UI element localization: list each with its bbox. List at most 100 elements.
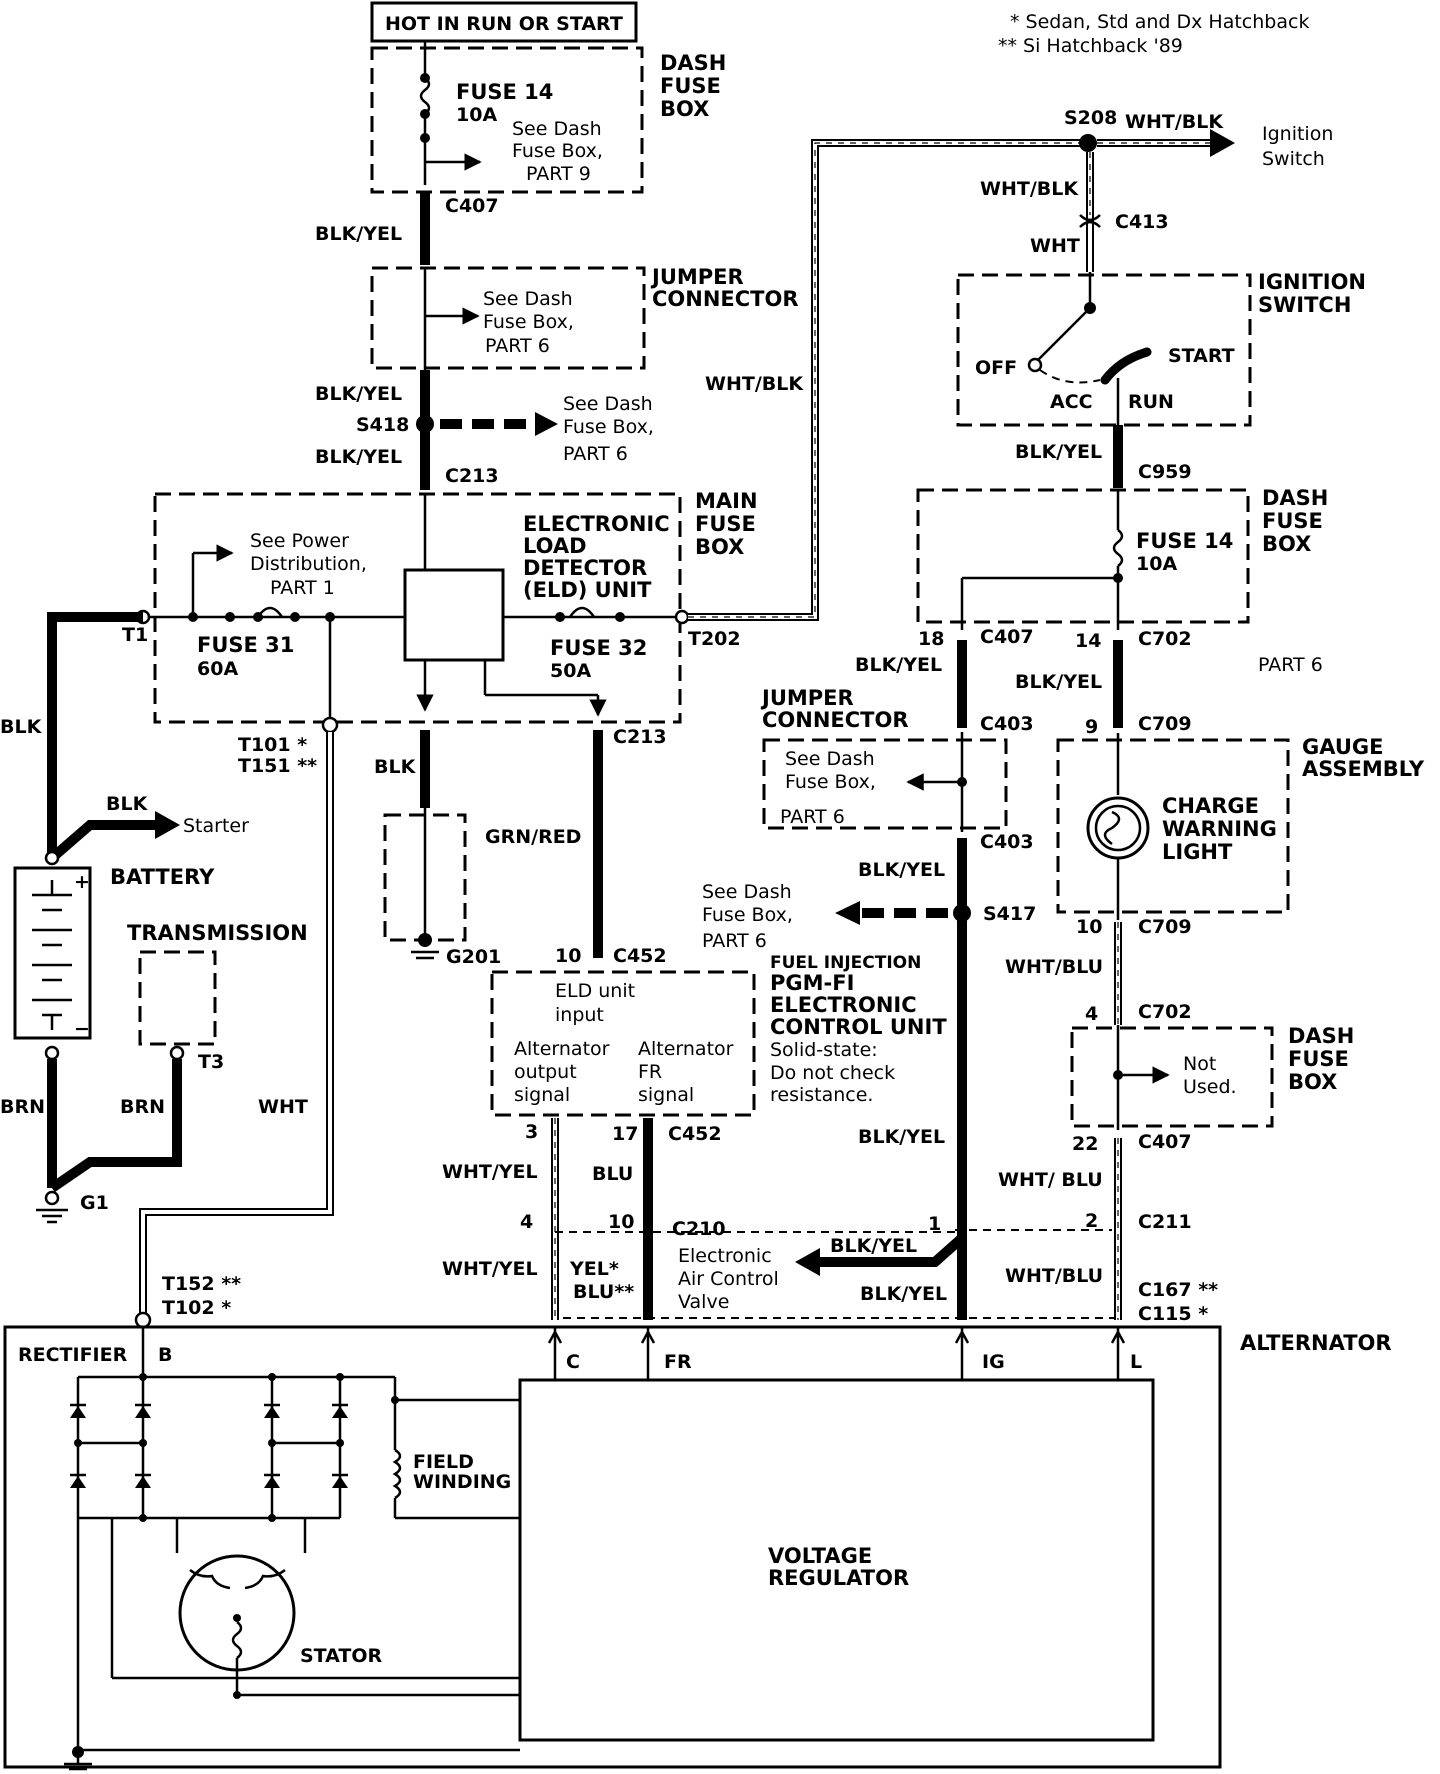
ign-acc: ACC (1050, 391, 1093, 413)
jumper-connector-left: See Dash Fuse Box, PART 6 (370, 266, 646, 370)
c403-top-label: C403 (980, 713, 1034, 735)
s417-splice (953, 904, 971, 922)
voltage-regulator-2: REGULATOR (768, 1566, 909, 1590)
eld-input-title-2: input (555, 1004, 604, 1026)
pgm-fi-line-6: resistance. (770, 1084, 873, 1106)
battery-minus: − (74, 1018, 90, 1040)
blk-yel-18-label: BLK/YEL (855, 654, 942, 676)
pin18-label: 18 (918, 628, 944, 650)
jumper-connector-right: See Dash Fuse Box, PART 6 (762, 732, 1008, 832)
s418-splice (416, 415, 434, 433)
not-used-2: Used. (1183, 1076, 1237, 1098)
wht-yel-label-1: WHT/YEL (442, 1161, 538, 1183)
s418-ref-2: Fuse Box, (563, 416, 654, 438)
fuse32-amp: 50A (550, 660, 591, 682)
eld-pin10: 10 (555, 945, 581, 967)
pin9-label: 9 (1085, 716, 1098, 738)
terminal-fr: FR (664, 1351, 692, 1373)
eld-unit-input-box: ELD unit input Alternator output signal … (490, 970, 756, 1117)
blk-yel-wire-3: BLK/YEL (315, 446, 402, 468)
fuse14-right-label: FUSE 14 (1136, 529, 1233, 553)
g201-label: G201 (446, 946, 501, 968)
t3-label: T3 (198, 1051, 224, 1073)
jumper-right-ref-2: Fuse Box, (785, 771, 876, 793)
blk-yel-wire-2: BLK/YEL (315, 383, 402, 405)
c167-label: C167 ** (1138, 1279, 1218, 1301)
battery-label: BATTERY (110, 865, 215, 889)
eld-label-4: (ELD) UNIT (523, 578, 652, 602)
eacv-1: Electronic (678, 1245, 772, 1267)
eld-unit-box (403, 568, 505, 662)
alt-output-3: signal (514, 1084, 570, 1106)
ign-run: RUN (1128, 391, 1174, 413)
brn-label-1: BRN (0, 1096, 45, 1118)
power-ref-2: Distribution, (250, 553, 367, 575)
eld-pin3: 3 (525, 1121, 538, 1143)
fuse14-left-label: FUSE 14 (456, 80, 553, 104)
pin4-right-label: 4 (1085, 1003, 1098, 1025)
wht-blu-3-label: WHT/BLU (1005, 1265, 1103, 1287)
wht-label: WHT (258, 1096, 308, 1118)
dash-fuse-box-label-1: DASH (660, 51, 726, 75)
c413-label: C413 (1115, 211, 1169, 233)
t102-label: T102 * (162, 1297, 231, 1319)
s208-label: S208 (1064, 107, 1117, 129)
dash-fuse-box-lower: Not Used. (1070, 1025, 1274, 1130)
eld-pin17: 17 (612, 1123, 638, 1145)
ig-pin1: 1 (928, 1213, 941, 1235)
c702b-label: C702 (1138, 1001, 1192, 1023)
stator-label: STATOR (300, 1645, 383, 1667)
voltage-regulator (518, 1378, 1155, 1742)
blk-yel-wire-1: BLK/YEL (315, 223, 402, 245)
starter-label: Starter (183, 815, 249, 837)
dash-fuse-box-right-label-2: FUSE (1262, 509, 1323, 533)
pgm-fi-line-5: Do not check (770, 1062, 895, 1084)
jumper-left-ref-2: Fuse Box, (483, 311, 574, 333)
ignition-switch-label-2: SWITCH (1258, 293, 1351, 317)
cwl-label-3: LIGHT (1162, 840, 1233, 864)
grn-red-label: GRN/RED (485, 826, 581, 848)
blk-yel-eacv-label: BLK/YEL (830, 1235, 917, 1257)
pin14-label: 14 (1075, 630, 1101, 652)
main-fuse-box-label-2: FUSE (695, 512, 756, 536)
s417-label: S417 (983, 903, 1036, 925)
eld-input-title-1: ELD unit (555, 980, 635, 1002)
dash-fuse-box-top: FUSE 14 10A See Dash Fuse Box, PART 9 (370, 41, 644, 194)
pgm-fi-line-3: CONTROL UNIT (770, 1015, 947, 1039)
eld-label-2: LOAD (523, 534, 587, 558)
hot-label-box (370, 1, 638, 43)
c407b-label: C407 (1138, 1131, 1192, 1153)
ignition-switch: OFF START ACC RUN (956, 272, 1252, 427)
main-fuse-box-label-3: BOX (695, 535, 744, 559)
main-fuse-box-label-1: MAIN (695, 489, 758, 513)
c702-label: C702 (1138, 628, 1192, 650)
ignition-switch-ref-2: Switch (1262, 148, 1325, 170)
c213-bottom: C213 (613, 726, 667, 748)
field-winding-1: FIELD (413, 1451, 474, 1473)
pgm-fi-fuel-injection: FUEL INJECTION (770, 953, 921, 973)
c210-pin10: 10 (608, 1211, 634, 1233)
blk-yel-long-label: BLK/YEL (858, 1126, 945, 1148)
cwl-label-1: CHARGE (1162, 794, 1259, 818)
jumper-left-label-2: CONNECTOR (652, 287, 799, 311)
wht-blk-long-label: WHT/BLK (705, 373, 804, 395)
alternator-body (3, 1325, 1222, 1769)
jumper-right-label-2: CONNECTOR (762, 708, 909, 732)
not-used-1: Not (1183, 1053, 1216, 1075)
jumper-left-label-1: JUMPER (650, 265, 744, 289)
yel-star-label: YEL* (569, 1258, 619, 1280)
dash-fuse-box-lower-label-3: BOX (1288, 1070, 1337, 1094)
blk-g201-label: BLK (374, 756, 417, 778)
pin2-label: 2 (1085, 1210, 1098, 1232)
t202-label: T202 (688, 628, 741, 650)
jumper-right-label-1: JUMPER (760, 686, 854, 710)
wht-blk-2-label: WHT/BLK (980, 178, 1079, 200)
battery-symbol: + − (13, 866, 92, 1040)
c709-bottom-label: C709 (1138, 916, 1192, 938)
voltage-regulator-1: VOLTAGE (768, 1544, 872, 1568)
ground-g1 (36, 1190, 68, 1224)
alt-output-1: Alternator (514, 1038, 610, 1060)
terminal-l: L (1130, 1351, 1142, 1373)
s418-ref-1: See Dash (563, 393, 653, 415)
